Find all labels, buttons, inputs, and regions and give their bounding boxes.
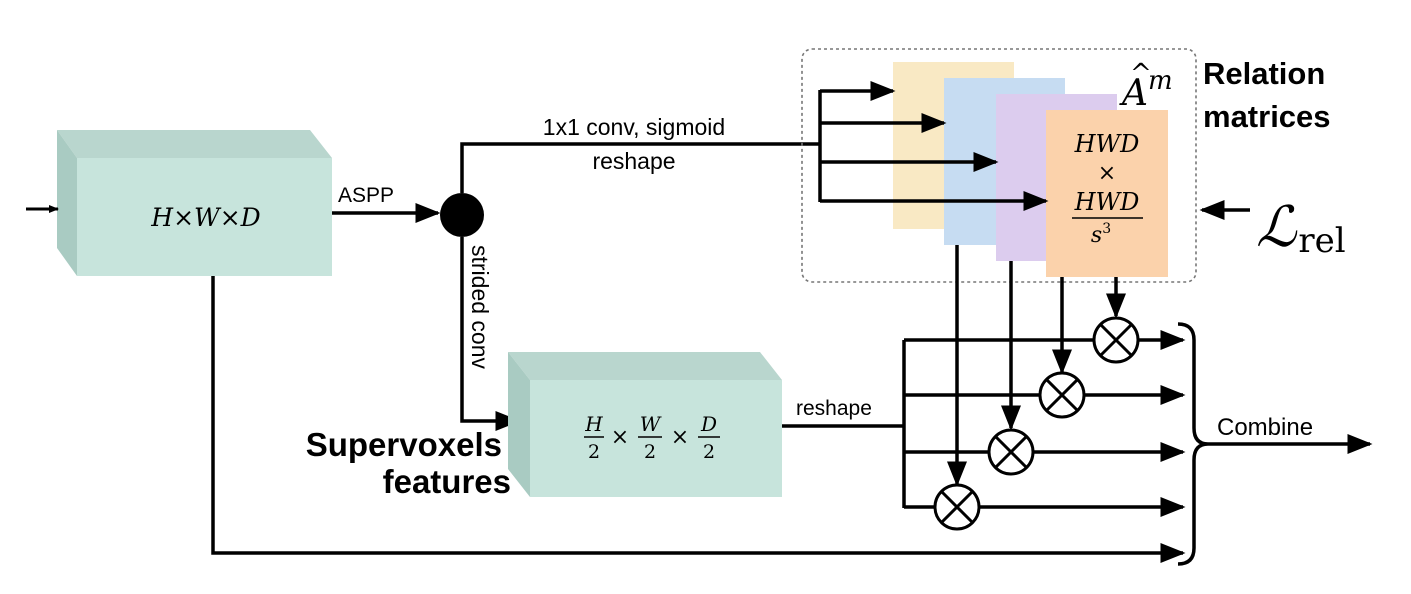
matrix-size-line1: HWD bbox=[1074, 130, 1140, 158]
supervoxel-h-num: H bbox=[584, 412, 603, 436]
supervoxel-tensor-top-face bbox=[508, 352, 782, 380]
input-tensor-front-face bbox=[77, 158, 332, 276]
conv-label-line1: 1x1 conv, sigmoid bbox=[543, 114, 725, 140]
supervoxels-title-line1: Supervoxels bbox=[306, 426, 502, 463]
junction-node bbox=[440, 193, 484, 237]
supervoxel-h-den: 2 bbox=[588, 441, 600, 463]
supervoxel-w-num: W bbox=[640, 412, 662, 436]
loss-symbol: ℒrel bbox=[1256, 195, 1346, 261]
reshape-label: reshape bbox=[796, 397, 872, 420]
supervoxel-tensor: H 2 × W 2 × D 2 bbox=[508, 352, 782, 497]
conv-label-line2: reshape bbox=[592, 148, 675, 174]
supervoxel-tensor-front-face bbox=[530, 380, 782, 497]
matrix-size-times: × bbox=[1098, 161, 1116, 186]
relation-symbol-hat: ^ bbox=[1130, 59, 1152, 89]
multiply-operator-3 bbox=[987, 428, 1035, 476]
conv-branch-wire bbox=[460, 142, 820, 193]
input-tensor-side-face bbox=[57, 130, 77, 276]
supervoxel-w-den: 2 bbox=[644, 441, 656, 463]
multiply-operator-1 bbox=[1092, 316, 1140, 364]
matrix-size-numerator: HWD bbox=[1074, 188, 1140, 216]
supervoxel-d-den: 2 bbox=[703, 441, 715, 463]
skip-connection-wire bbox=[211, 276, 1186, 563]
supervoxel-times-1: × bbox=[611, 425, 629, 450]
relation-matrices-group bbox=[801, 48, 1197, 283]
combine-brace bbox=[1177, 322, 1209, 566]
relation-title-line1: Relation bbox=[1203, 56, 1325, 91]
strided-conv-label: strided conv bbox=[467, 245, 493, 370]
matrix-size-denominator: s3 bbox=[1091, 221, 1111, 248]
multiply-operator-4 bbox=[933, 483, 981, 531]
input-tensor: H×W×D bbox=[57, 130, 332, 276]
input-tensor-top-face bbox=[57, 130, 332, 158]
combine-label: Combine bbox=[1217, 414, 1313, 441]
supervoxel-d-num: D bbox=[700, 412, 717, 436]
relation-symbol: Am bbox=[1119, 66, 1173, 114]
supervoxel-times-2: × bbox=[671, 425, 689, 450]
relation-matrix-layer-4 bbox=[1046, 110, 1168, 277]
aspp-label: ASPP bbox=[338, 184, 394, 207]
supervoxels-title-line2: features bbox=[383, 463, 511, 500]
supervoxel-tensor-side-face bbox=[508, 352, 530, 497]
strided-conv-wire bbox=[460, 237, 521, 431]
relation-title-line2: matrices bbox=[1203, 99, 1331, 134]
input-tensor-label: H×W×D bbox=[150, 203, 260, 232]
multiply-operator-2 bbox=[1038, 371, 1086, 419]
